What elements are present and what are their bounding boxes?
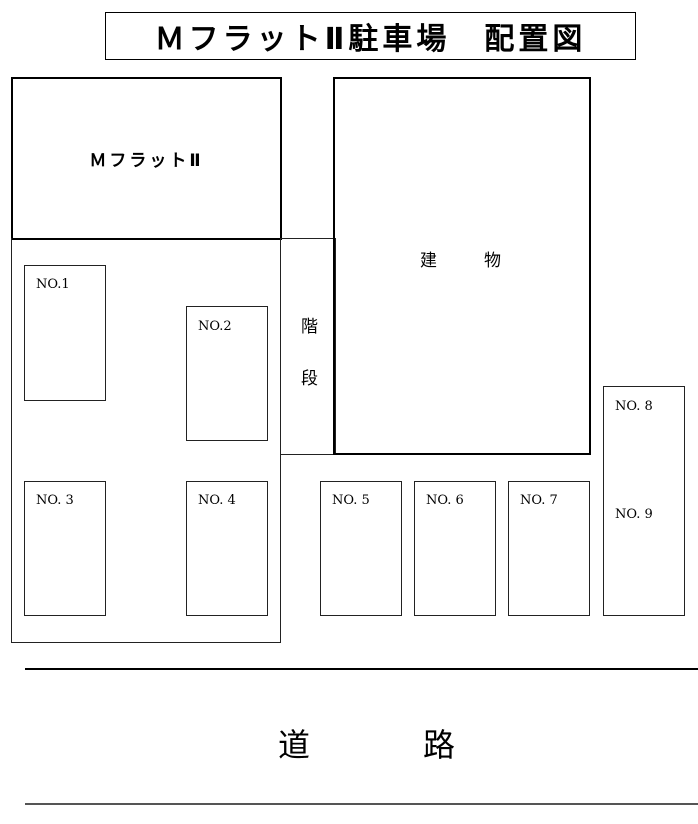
parking-slot-4[interactable]: NO. 4: [186, 481, 268, 616]
mflat-building-label: ＭフラットⅡ: [89, 151, 204, 171]
road-label-2: 路: [423, 726, 456, 764]
parking-slot-1[interactable]: NO.1: [24, 265, 106, 401]
left-parking-area: [11, 238, 281, 643]
slot-label-8: NO. 8: [615, 399, 653, 414]
slot-label-9: NO. 9: [615, 507, 653, 522]
stairs-label-2: 段: [301, 369, 318, 389]
road-edge-top: [25, 668, 698, 670]
slot-label: NO.1: [36, 277, 70, 292]
slot-label: NO. 5: [332, 493, 370, 508]
building-label-2: 物: [484, 251, 501, 271]
mflat-building: ＭフラットⅡ: [11, 77, 282, 240]
parking-slot-8-9[interactable]: NO. 8 NO. 9: [603, 386, 685, 616]
slot-label: NO. 6: [426, 493, 464, 508]
road-label-1: 道: [278, 726, 311, 764]
stairs-label-1: 階: [301, 317, 318, 337]
building-label-1: 建: [420, 251, 437, 271]
stairs-area: [280, 238, 336, 455]
parking-slot-2[interactable]: NO.2: [186, 306, 268, 441]
slot-label: NO. 3: [36, 493, 74, 508]
parking-slot-7[interactable]: NO. 7: [508, 481, 590, 616]
main-building: [333, 77, 591, 455]
slot-label: NO. 4: [198, 493, 236, 508]
parking-slot-5[interactable]: NO. 5: [320, 481, 402, 616]
slot-label: NO.2: [198, 319, 232, 334]
parking-slot-3[interactable]: NO. 3: [24, 481, 106, 616]
road-edge-bottom: [25, 803, 698, 805]
parking-slot-6[interactable]: NO. 6: [414, 481, 496, 616]
slot-label: NO. 7: [520, 493, 558, 508]
page-title: ＭフラットⅡ駐車場 配置図: [105, 12, 636, 60]
